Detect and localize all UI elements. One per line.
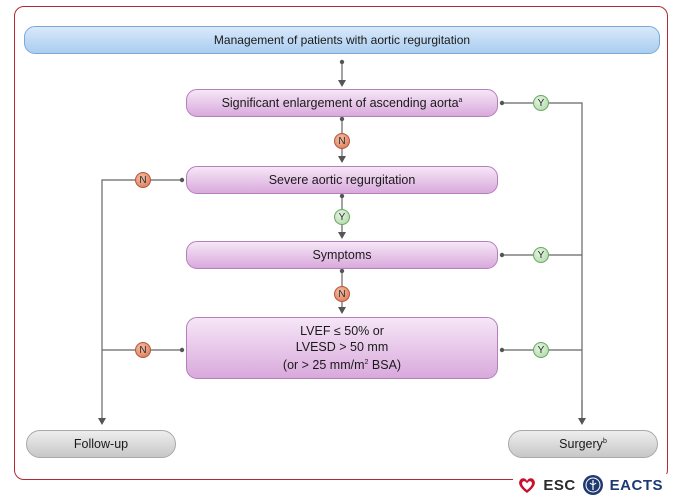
followup-box: Follow-up	[26, 430, 176, 458]
lvef-line2: LVESD > 50 mm	[295, 339, 389, 354]
followup-text: Follow-up	[73, 437, 129, 451]
line-enlargement-to-surgery	[502, 102, 583, 420]
line-severe-to-followup	[101, 179, 182, 400]
severe-box: Severe aortic regurgitation	[186, 166, 498, 194]
lvef-line1: LVEF ≤ 50% or	[300, 323, 384, 338]
lvef-box: LVEF ≤ 50% or LVESD > 50 mm (or > 25 mm/…	[186, 317, 498, 379]
esc-heart-icon	[519, 478, 536, 493]
symptoms-text: Symptoms	[312, 248, 372, 262]
title-box: Management of patients with aortic regur…	[24, 26, 660, 54]
surgery-box: Surgeryb	[508, 430, 658, 458]
severe-text: Severe aortic regurgitation	[268, 173, 416, 187]
diagram-frame	[14, 6, 668, 480]
lvef-line3: (or > 25 mm/m2 BSA)	[282, 358, 402, 373]
enlargement-text: Significant enlargement of ascending aor…	[221, 96, 463, 110]
yes-badge-symptoms: Y	[533, 247, 549, 263]
yes-badge-enlargement: Y	[533, 95, 549, 111]
symptoms-box: Symptoms	[186, 241, 498, 269]
no-badge-lvef: N	[135, 342, 151, 358]
eacts-emblem-icon	[582, 475, 603, 495]
footnote-b: b	[602, 437, 607, 445]
yes-badge-severe: Y	[334, 209, 350, 225]
footnote-a: a	[458, 96, 463, 104]
enlargement-box: Significant enlargement of ascending aor…	[186, 89, 498, 117]
society-logos: ESC EACTS	[513, 474, 667, 496]
title-text: Management of patients with aortic regur…	[213, 33, 471, 47]
surgery-text: Surgeryb	[559, 437, 607, 451]
no-badge-severe: N	[135, 172, 151, 188]
eacts-logo-text: EACTS	[609, 476, 663, 494]
yes-badge-lvef: Y	[533, 342, 549, 358]
esc-logo-text: ESC	[543, 476, 576, 494]
no-badge-symptoms: N	[334, 286, 350, 302]
no-badge-enlargement: N	[334, 133, 350, 149]
